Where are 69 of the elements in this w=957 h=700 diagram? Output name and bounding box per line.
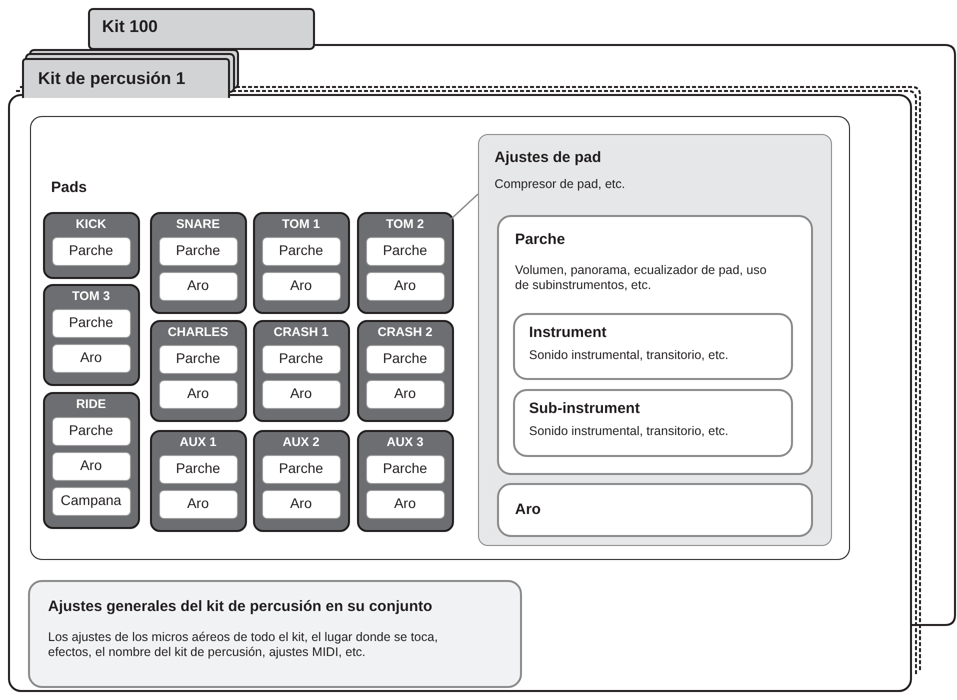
pad-zone: Aro (262, 272, 340, 300)
pad-zone: Parche (262, 236, 340, 266)
pad-label: TOM 3 (71, 288, 111, 302)
settings-card (513, 389, 793, 457)
pad-zone: Parche (52, 236, 130, 266)
kit-tab: Kit de percusión 1 (22, 58, 230, 98)
settings-heading: Aro (515, 501, 541, 518)
pad-label: TOM 1 (281, 216, 321, 230)
pad-zone: Parche (366, 236, 444, 266)
pad-settings-panel (478, 134, 832, 546)
pad-card (356, 430, 454, 532)
pad-label: TOM 2 (385, 216, 425, 230)
settings-heading: Ajustes generales del kit de percusión en su conjunto (48, 598, 432, 615)
pad-zone: Aro (366, 380, 444, 408)
settings-description: Compresor de pad, etc. (494, 176, 626, 192)
kit-card (8, 58, 912, 692)
pad-zone: Aro (366, 272, 444, 300)
pad-zone: Parche (158, 454, 238, 484)
pad-zone: Aro (52, 452, 130, 480)
pad-card (150, 212, 246, 314)
pad-label: AUX 3 (386, 434, 424, 448)
pad-zone: Parche (262, 454, 340, 484)
pad-zone: Parche (52, 416, 130, 446)
pad-label: CRASH 2 (376, 324, 434, 338)
section-heading: Pads (51, 179, 87, 196)
pad-zone: Parche (158, 344, 238, 374)
settings-heading: Ajustes de pad (494, 148, 602, 166)
settings-description: Sonido instrumental, transitorio, etc. (529, 424, 730, 439)
pad-zone: Aro (366, 490, 444, 518)
pad-label: SNARE (175, 216, 221, 230)
pad-zone: Parche (158, 236, 238, 266)
pad-zone: Parche (262, 344, 340, 374)
pad-zone: Parche (52, 308, 130, 338)
settings-heading: Sub-instrument (529, 400, 640, 417)
pad-card (42, 284, 140, 386)
settings-heading: Parche (515, 231, 566, 248)
settings-card (28, 580, 522, 688)
pad-zone: Aro (262, 490, 340, 518)
pad-zone: Aro (52, 344, 130, 372)
pad-zone: Parche (366, 454, 444, 484)
pad-zone: Aro (158, 380, 238, 408)
settings-card (497, 483, 813, 537)
pad-zone: Aro (262, 380, 340, 408)
pad-label: AUX 2 (282, 434, 320, 448)
pad-card (42, 392, 140, 528)
pad-card (356, 320, 454, 422)
pad-label: CRASH 1 (272, 324, 330, 338)
pad-card (252, 212, 350, 314)
pad-label: KICK (74, 216, 108, 230)
settings-description: Volumen, panorama, ecualizador de pad, uso de subinstrumentos, etc. (515, 263, 768, 293)
settings-description: Los ajustes de los micros aéreos de todo el kit, el lugar donde se toca, efectos, el nombre del kit de percusión, ajustes MIDI, etc. (48, 630, 439, 660)
pad-card (252, 320, 350, 422)
pad-zone: Aro (158, 490, 238, 518)
pad-label: AUX 1 (178, 434, 218, 448)
pad-label: RIDE (75, 396, 107, 410)
pads-panel (30, 116, 850, 560)
pad-card (150, 320, 246, 422)
pad-card (42, 212, 140, 278)
pad-zone: Campana (52, 486, 130, 516)
pad-zone: Aro (158, 272, 238, 300)
pad-zone: Parche (366, 344, 444, 374)
pad-label: CHARLES (166, 324, 230, 338)
settings-card (497, 215, 813, 475)
pad-card (150, 430, 246, 532)
settings-description: Sonido instrumental, transitorio, etc. (529, 348, 730, 363)
pad-card (252, 430, 350, 532)
settings-card (513, 313, 793, 380)
pad-card (356, 212, 454, 314)
settings-heading: Instrument (529, 324, 607, 341)
